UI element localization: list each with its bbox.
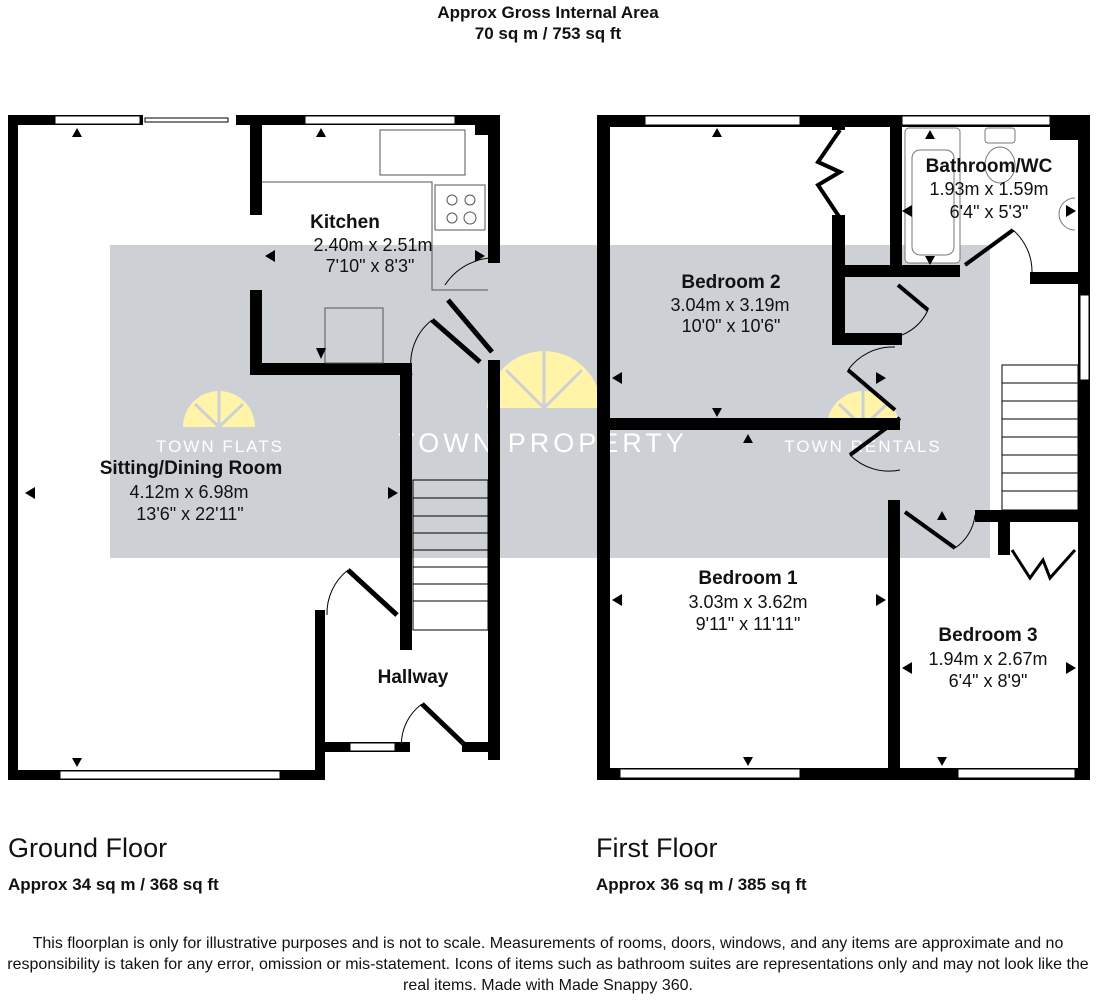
sitting-imperial: 13'6" x 22'11" (136, 504, 243, 524)
first-floor-windows (619, 115, 1090, 779)
bathroom-imperial: 6'4" x 5'3" (950, 202, 1029, 222)
ground-floor-title: Ground Floor (8, 833, 168, 863)
bedroom1-name: Bedroom 1 (698, 568, 798, 589)
bedroom2-imperial: 10'0" x 10'6" (682, 316, 781, 336)
bathroom-metric: 1.93m x 1.59m (929, 179, 1048, 199)
dimension-arrows (25, 128, 1076, 767)
hob-icon (434, 184, 486, 231)
sink-icon (379, 129, 466, 176)
bedroom2-name: Bedroom 2 (681, 272, 780, 293)
bedroom1-imperial: 9'11" x 11'11" (696, 614, 801, 634)
bedroom2-metric: 3.04m x 3.19m (670, 295, 789, 315)
gross-area-value: 70 sq m / 753 sq ft (474, 24, 622, 43)
kitchen-fittings (262, 129, 488, 364)
sitting-metric: 4.12m x 6.98m (129, 482, 248, 502)
bedroom3-metric: 1.94m x 2.67m (928, 649, 1047, 669)
first-floor-title: First Floor (596, 833, 718, 863)
kitchen-metric: 2.40m x 2.51m (313, 235, 432, 255)
watermark-left: TOWN FLATS (156, 437, 284, 456)
ground-floor-area: Approx 34 sq m / 368 sq ft (8, 875, 219, 894)
hallway-name: Hallway (378, 667, 449, 688)
bedroom1-metric: 3.03m x 3.62m (688, 592, 807, 612)
disclaimer: This floorplan is only for illustrative … (7, 935, 1089, 994)
first-stairs (1001, 364, 1079, 511)
sitting-name: Sitting/Dining Room (100, 458, 283, 479)
ground-doors (326, 257, 501, 753)
first-floor-area: Approx 36 sq m / 385 sq ft (596, 875, 807, 894)
ground-stairs (412, 479, 489, 631)
toilet-icon (984, 127, 1016, 144)
bedroom3-imperial: 6'4" x 8'9" (949, 671, 1028, 691)
watermark-main: TOWN PROPERTY (398, 428, 688, 458)
first-doors (815, 128, 1077, 581)
kitchen-imperial: 7'10" x 8'3" (326, 256, 415, 276)
ground-floor-windows (54, 115, 456, 780)
gross-area-title: Approx Gross Internal Area (437, 3, 659, 22)
bathroom-name: Bathroom/WC (926, 156, 1053, 177)
kitchen-name: Kitchen (310, 212, 380, 233)
bedroom3-name: Bedroom 3 (938, 625, 1037, 646)
